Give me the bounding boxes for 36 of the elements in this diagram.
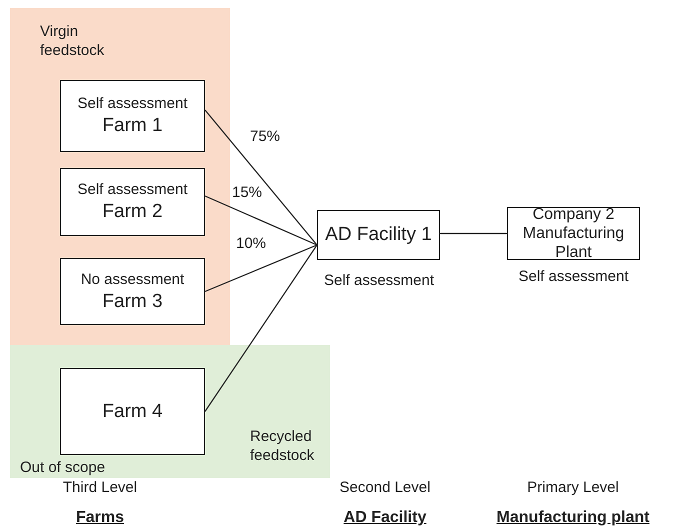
group-band	[10, 345, 330, 478]
connector-line	[204, 195, 318, 246]
caption-label: Self assessment	[517, 268, 630, 285]
process-box	[317, 210, 440, 260]
process-box	[60, 258, 205, 325]
group-label: Recycled feedstock	[250, 427, 316, 465]
group-band	[10, 8, 230, 345]
edge-label: 10%	[236, 235, 266, 252]
assessment-label: Self assessment	[77, 181, 188, 199]
edge-label: 15%	[232, 184, 262, 201]
column-heading: Manufacturing plant	[496, 509, 650, 527]
connector-line	[440, 232, 507, 234]
assessment-label: Self assessment	[77, 95, 188, 113]
level-label: Second Level	[340, 479, 430, 496]
column-heading: Farms	[76, 509, 124, 527]
process-box	[507, 207, 640, 260]
edge-label: 75%	[250, 128, 280, 145]
level-label: Third Level	[62, 479, 138, 496]
connector-line	[204, 244, 318, 412]
node-label: Farm 3	[102, 290, 163, 312]
node-label: Farm 4	[102, 400, 163, 422]
node-label: AD Facility 1	[325, 224, 432, 246]
node-label: Farm 1	[102, 115, 163, 137]
column-heading: AD Facility	[344, 509, 426, 527]
group-label: Out of scope	[20, 458, 106, 477]
assessment-label: No assessment	[80, 270, 184, 288]
node-label: Farm 2	[102, 201, 163, 223]
connector-line	[204, 110, 318, 246]
connector-line	[204, 244, 318, 292]
process-box	[60, 368, 205, 455]
process-box	[60, 168, 205, 236]
level-label: Primary Level	[527, 479, 619, 496]
group-label: Virgin feedstock	[40, 22, 106, 60]
process-box	[60, 80, 205, 152]
caption-label: Self assessment	[322, 272, 436, 289]
node-label: Company 2 Manufacturing Plant	[522, 205, 626, 262]
